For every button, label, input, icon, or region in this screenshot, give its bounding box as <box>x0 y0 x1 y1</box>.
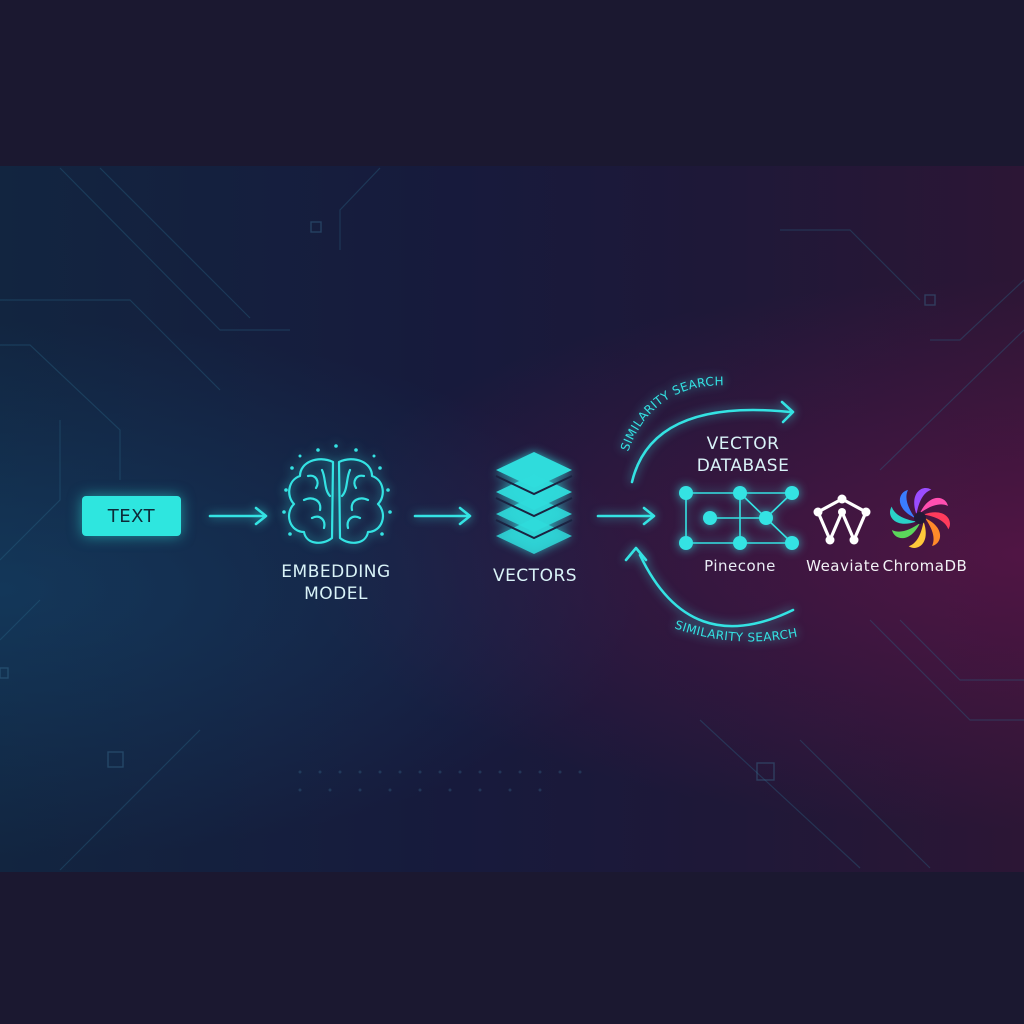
embedding-model-label-line2: MODEL <box>304 584 368 604</box>
bottom-arc-arrowhead <box>624 546 648 562</box>
text-node-label: TEXT <box>107 505 156 527</box>
arrow-text-to-model <box>208 506 268 526</box>
arrow-vectors-to-database <box>596 506 656 526</box>
chromadb-label: ChromaDB <box>882 557 968 575</box>
top-arc <box>630 408 792 484</box>
pinecone-label: Pinecone <box>704 557 776 575</box>
embedding-model-label: EMBEDDING MODEL <box>260 561 412 605</box>
top-arc-arrowhead <box>780 400 795 424</box>
bottom-arc <box>638 553 795 628</box>
vector-database-label: VECTOR DATABASE <box>680 433 806 477</box>
vectors-label: VECTORS <box>492 566 578 586</box>
vector-database-label-line1: VECTOR <box>706 434 780 454</box>
text-node: TEXT <box>82 496 181 536</box>
arrow-model-to-vectors <box>413 506 472 526</box>
embedding-model-label-line1: EMBEDDING <box>281 562 391 582</box>
weaviate-label: Weaviate <box>806 557 880 575</box>
vector-database-label-line2: DATABASE <box>696 456 790 476</box>
